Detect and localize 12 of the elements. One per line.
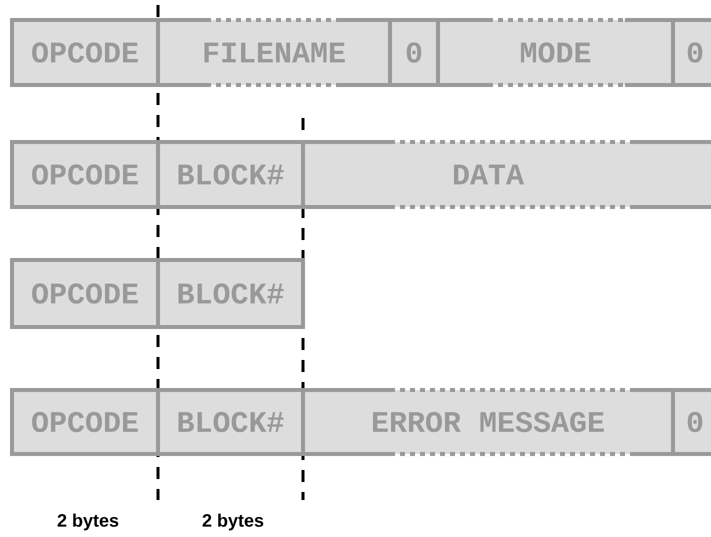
field-cell: OPCODE <box>10 388 160 456</box>
field-cell: OPCODE <box>10 140 160 209</box>
field-cell: BLOCK# <box>156 388 305 456</box>
size-label: 2 bytes <box>202 514 264 530</box>
size-label: 2 bytes <box>58 514 118 530</box>
field-cell: BLOCK# <box>156 140 305 209</box>
field-cell: OPCODE <box>10 18 160 87</box>
field-cell: 0 <box>388 18 440 87</box>
field-cell: 0 <box>671 18 711 87</box>
field-cell: 0 <box>671 388 711 456</box>
field-cell: BLOCK# <box>156 258 305 329</box>
field-cell: OPCODE <box>10 258 160 329</box>
